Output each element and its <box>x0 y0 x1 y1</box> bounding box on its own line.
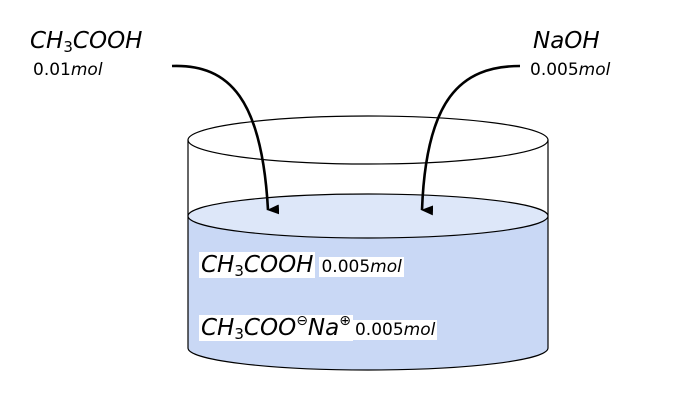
solution-acid-amount-value: 0.005 <box>321 257 371 277</box>
solution-acid-amount-unit: mol <box>370 257 402 277</box>
solution-salt-line: CH3COO⊖Na⊕0.005mol <box>199 313 438 343</box>
acid-formula-suffix: COOH <box>72 28 143 54</box>
added-base-amount-value: 0.005 <box>530 60 579 80</box>
base-addition-arrow <box>420 64 521 216</box>
added-acid-amount-unit: mol <box>70 60 103 80</box>
solution-salt-amount-unit: mol <box>403 320 436 340</box>
beaker-rim <box>187 115 549 165</box>
acid-formula-subscript: 3 <box>63 38 73 56</box>
added-base-formula: NaOH <box>533 28 600 54</box>
salt-anion-formula: COO <box>243 315 297 341</box>
salt-formula-subscript: 3 <box>234 325 244 343</box>
solution-salt-amount-value: 0.005 <box>354 320 404 340</box>
acid-addition-arrow <box>171 64 280 215</box>
anion-charge-symbol: ⊖ <box>296 313 308 329</box>
solution-acid-formula: CH3COOH <box>199 252 316 280</box>
added-acid-amount: 0.01mol <box>33 62 103 79</box>
beaker-bottom <box>187 347 549 371</box>
liquid-body <box>188 216 548 370</box>
added-acid-amount-value: 0.01 <box>33 60 71 80</box>
salt-formula-prefix: CH <box>201 315 235 341</box>
added-base-amount-unit: mol <box>578 60 611 80</box>
solution-acid-formula-suffix: COOH <box>243 252 314 278</box>
added-acid-formula: CH3COOH <box>30 30 142 55</box>
solution-salt-formula: CH3COO⊖Na⊕ <box>199 313 353 343</box>
cation-charge-symbol: ⊕ <box>339 313 351 329</box>
solution-acid-formula-prefix: CH <box>201 252 235 278</box>
acid-formula-prefix: CH <box>30 28 64 54</box>
liquid-surface <box>187 193 549 239</box>
solution-salt-amount: 0.005mol <box>352 320 438 340</box>
solution-acid-formula-subscript: 3 <box>234 262 244 280</box>
solution-acid-amount: 0.005mol <box>319 257 404 277</box>
added-base-amount: 0.005mol <box>530 62 610 79</box>
salt-cation-formula: Na <box>307 315 340 341</box>
